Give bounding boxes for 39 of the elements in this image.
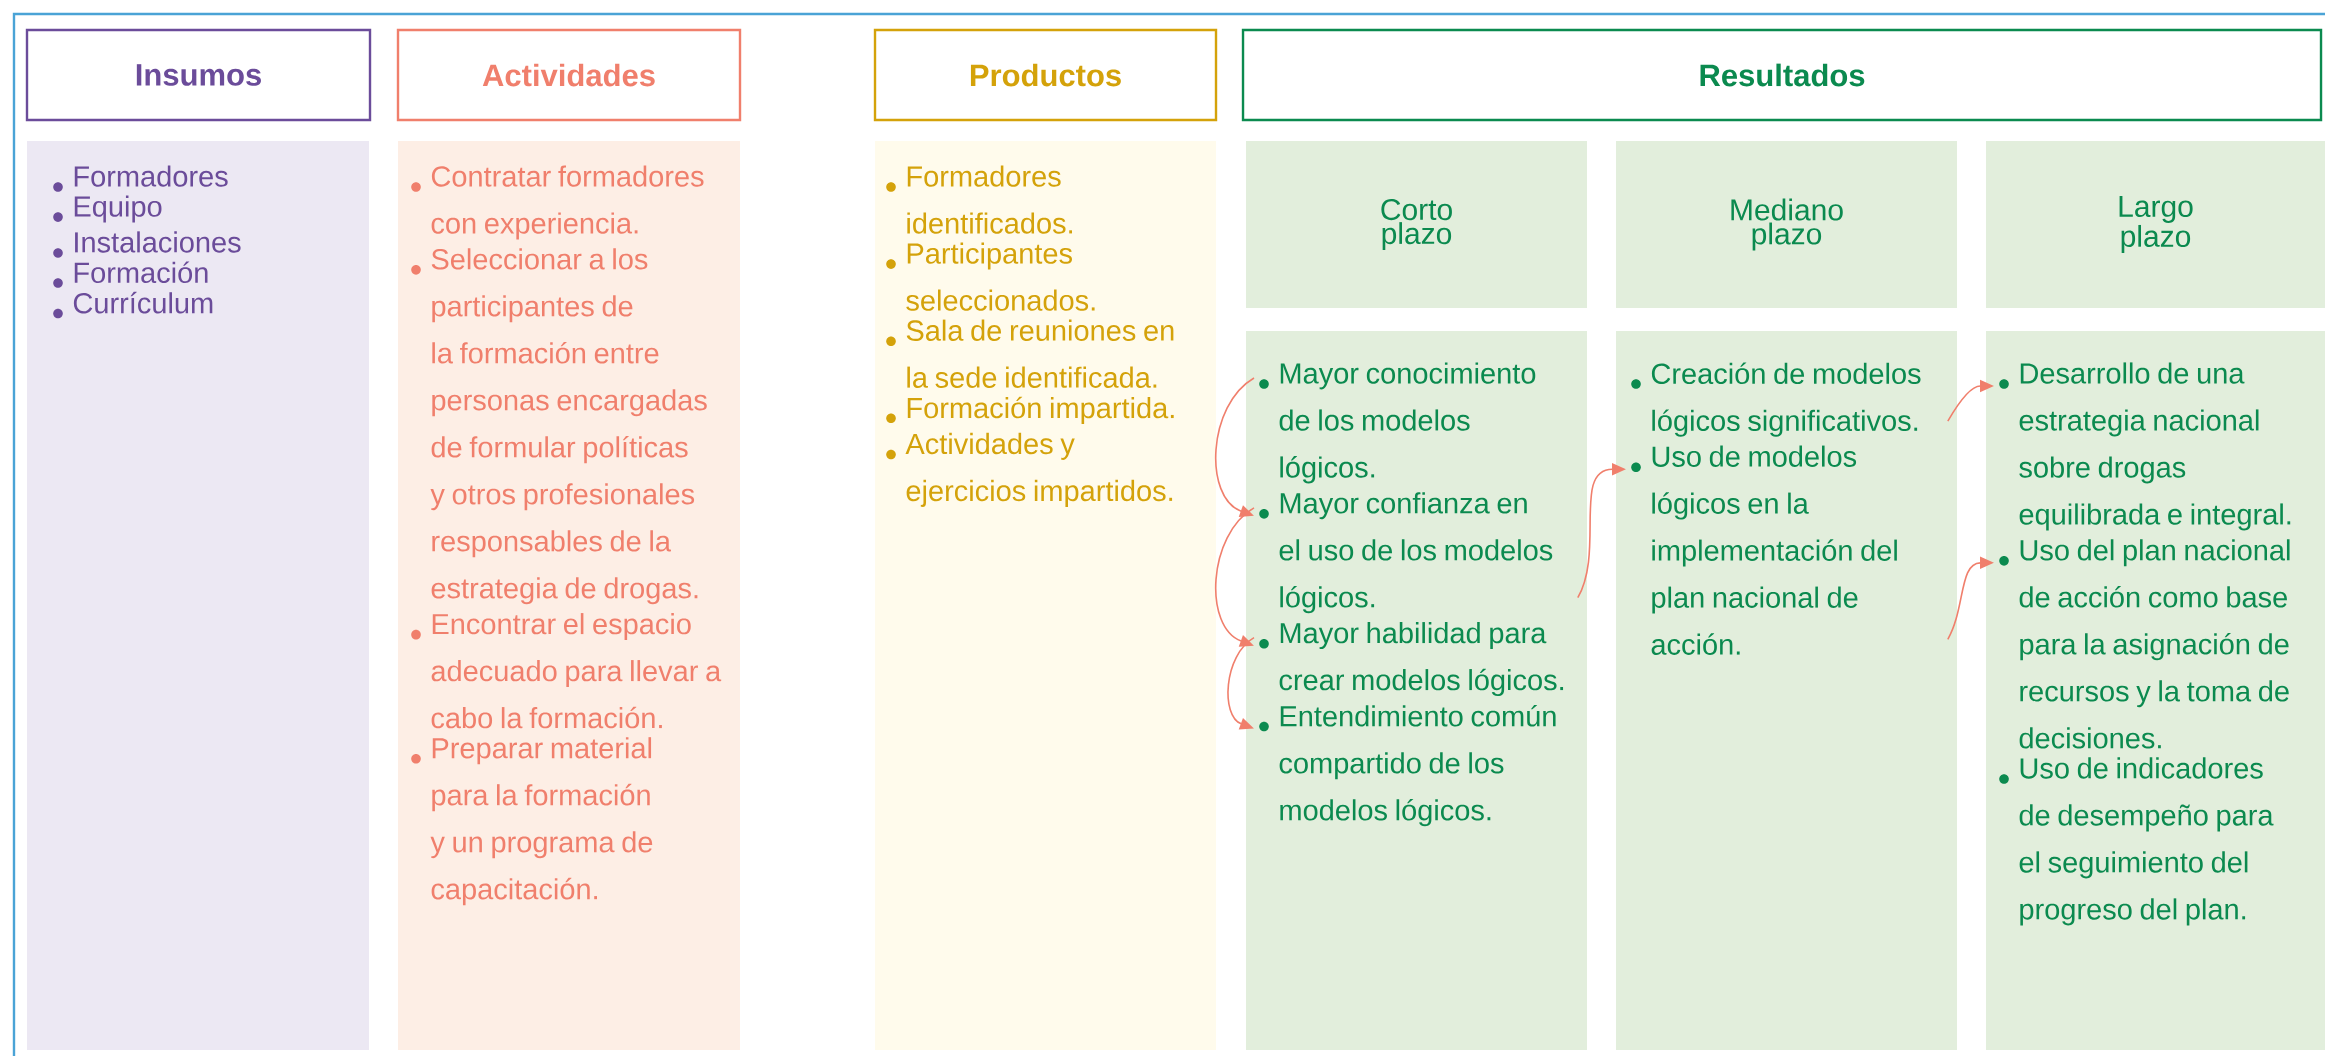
list-item: Formación impartida. [886, 396, 1174, 425]
arrow [1227, 636, 1255, 730]
list-item: Uso de modelos lógicos en la implementación del plan nacional de acción. [1631, 445, 1897, 655]
header-box: Actividades [396, 28, 742, 122]
term-box: Corto plazo [1246, 141, 1587, 308]
column-panel [1246, 331, 1587, 1050]
arrow [1215, 377, 1255, 517]
list-item: Encontrar el espacio adecuado para llevar a cabo la formación. [411, 613, 722, 729]
list-item: Mayor conocimiento de los modelos lógicos. [1259, 362, 1536, 484]
list-item: Mayor confianza en el uso de los modelos lógicos. [1259, 492, 1553, 614]
list-item: Currículum [53, 291, 213, 319]
column-panel [398, 141, 740, 1050]
arrow [1215, 507, 1255, 647]
term-box: Mediano plazo [1616, 141, 1957, 308]
list-item: Participantes seleccionados. [886, 242, 1095, 311]
column-panel [27, 141, 369, 1050]
column-panel [875, 141, 1216, 1050]
list-item: Sala de reuniones en la sede identificada. [886, 319, 1174, 388]
list-item: Instalaciones [53, 231, 241, 258]
list-item: Actividades y ejercicios impartidos. [886, 432, 1173, 507]
list-item: Formación [53, 261, 208, 288]
list-item: Contratar formadores con experiencia. [411, 165, 704, 240]
list-item: Mayor habilidad para crear modelos lógicos. [1259, 622, 1564, 697]
list-item: Preparar material para la formación y un programa de capacitación. [411, 737, 653, 906]
list-item: Formadores identificados. [886, 165, 1072, 234]
term-box: Largo plazo [1986, 141, 2325, 308]
header-box: Insumos [25, 28, 372, 122]
list-item: Creación de modelos lógicos significativos. [1631, 362, 1921, 437]
list-item: Entendimiento común compartido de los modelos lógicos. [1259, 704, 1556, 827]
list-item: Uso de indicadores de desempeño para el seguimiento del progreso del plan. [1999, 757, 2274, 926]
header-box: Productos [873, 28, 1218, 122]
list-item: Formadores [53, 165, 228, 192]
column-panel [1986, 331, 2325, 1050]
list-item: Seleccionar a los participantes de la formación entre personas encargadas de formular políticas y otros profesionales responsables de la estrategia de drogas. [411, 248, 707, 605]
header-box: Resultados [1241, 28, 2323, 122]
list-item: Equipo [53, 195, 162, 223]
column-panel [1616, 331, 1957, 1050]
list-item: Uso del plan nacional de acción como base para la asignación de recursos y la toma de decisiones. [1999, 539, 2290, 749]
list-item: Desarrollo de una estrategia nacional sobre drogas equilibrada e integral. [1999, 362, 2291, 531]
